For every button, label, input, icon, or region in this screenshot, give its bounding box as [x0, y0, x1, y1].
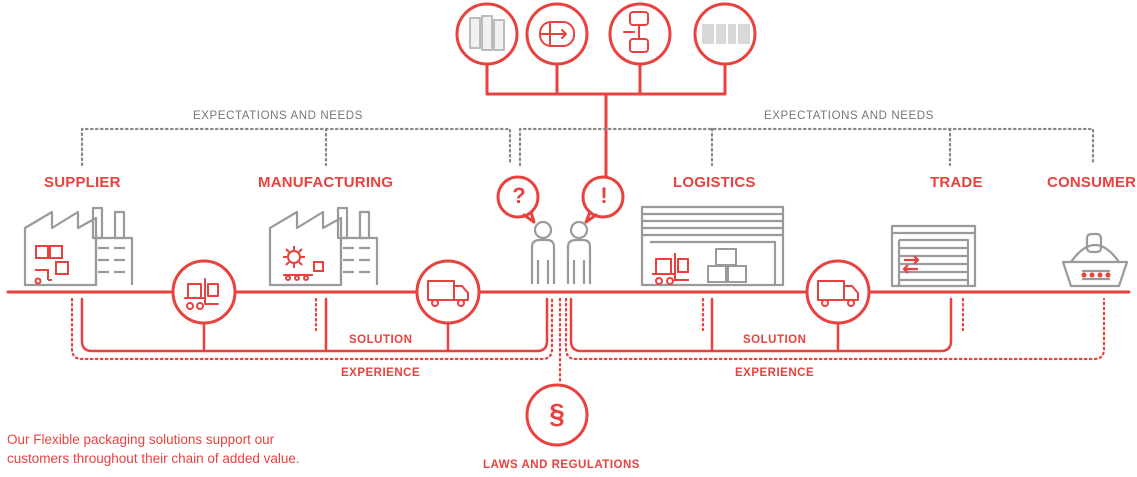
expectations-bracket-left	[80, 127, 512, 167]
bag-seal-icon	[525, 2, 589, 66]
truck-icon-right	[805, 259, 871, 325]
top-connector	[485, 62, 727, 179]
gear-icon	[283, 246, 324, 281]
question-mark-glyph: ?	[512, 183, 526, 208]
factory-icon	[23, 206, 134, 287]
label-logistics: LOGISTICS	[673, 174, 756, 191]
section-icon: §	[549, 398, 565, 429]
label-laws-and-regulations: LAWS AND REGULATIONS	[483, 459, 640, 471]
expectations-bracket-right	[518, 127, 1095, 167]
pouch-process-icon	[608, 2, 672, 66]
truck-icon	[415, 259, 481, 325]
warehouse-icon	[640, 205, 785, 287]
solution-bracket-right	[569, 297, 953, 353]
film-rolls-icon	[455, 2, 519, 66]
label-manufacturing: MANUFACTURING	[258, 174, 394, 191]
label-expectations-right: EXPECTATIONS AND NEEDS	[764, 110, 934, 122]
section-circle	[525, 383, 589, 447]
solution-bracket-left	[80, 297, 549, 353]
label-experience-left: EXPERIENCE	[341, 367, 421, 379]
label-expectations-left: EXPECTATIONS AND NEEDS	[193, 110, 363, 122]
exclamation-bubble-icon	[581, 175, 625, 224]
warehouse-boxes-icon	[707, 248, 747, 283]
factory-icon-manufacturing	[268, 206, 379, 287]
store-icon	[890, 224, 977, 288]
supplier-boxes-icon	[34, 245, 69, 285]
label-trade: TRADE	[930, 174, 983, 191]
person-icon-left	[530, 220, 556, 284]
label-solution-right: SOLUTION	[743, 334, 807, 346]
warehouse-forklift-icon	[652, 253, 689, 285]
label-supplier: SUPPLIER	[44, 174, 121, 191]
label-experience-right: EXPERIENCE	[735, 367, 815, 379]
store-arrows-icon	[902, 255, 920, 274]
exclamation-mark-glyph: !	[600, 183, 608, 208]
experience-bracket-left	[70, 297, 554, 361]
shopping-basket-icon	[1061, 232, 1129, 288]
label-consumer: CONSUMER	[1047, 174, 1137, 191]
person-icon-right	[566, 220, 592, 284]
basket-dots	[1081, 272, 1111, 278]
packaging-text-icon	[693, 2, 757, 66]
question-bubble-icon	[496, 175, 540, 224]
experience-bracket-right	[564, 297, 1106, 361]
tagline-text: Our Flexible packaging solutions support…	[7, 432, 300, 466]
forklift-icon	[171, 259, 237, 325]
label-solution-left: SOLUTION	[349, 334, 413, 346]
